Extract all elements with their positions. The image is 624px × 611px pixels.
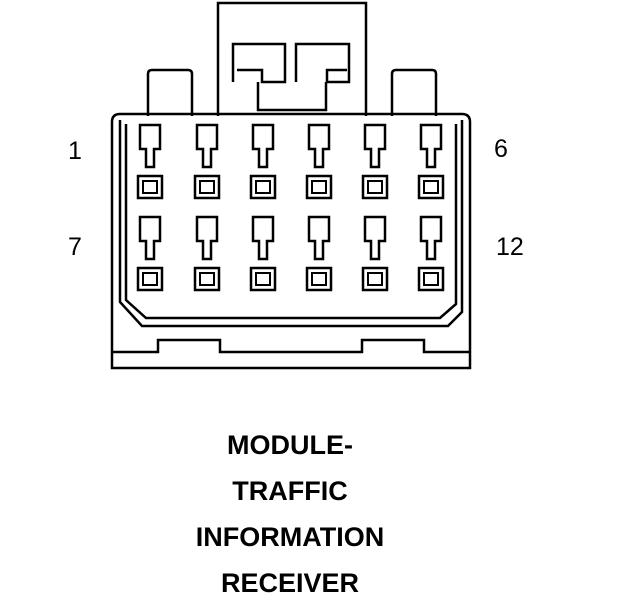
pin-contact-inner-3 (255, 180, 271, 194)
locking-tab (216, 1, 368, 116)
pin-contact-10 (305, 266, 333, 292)
pin-contact-11 (361, 266, 389, 292)
caption-line-2: TRAFFIC (232, 476, 348, 506)
pin-contact-9 (249, 266, 277, 292)
pin-label-top-right: 6 (494, 135, 508, 163)
pin-terminal-3 (251, 123, 275, 169)
pin-contact-5 (361, 174, 389, 200)
latch-bridge (256, 82, 328, 112)
pin-contact-3 (249, 174, 277, 200)
pin-contact-inner-11 (367, 272, 383, 286)
pin-terminal-10 (307, 215, 331, 261)
pin-contact-inner-4 (311, 180, 327, 194)
guide-post-right (390, 68, 438, 116)
pin-terminal-7 (138, 215, 162, 261)
pin-contact-2 (193, 174, 221, 200)
guide-post-left (146, 68, 194, 116)
pin-terminal-11 (363, 215, 387, 261)
pin-terminal-1 (138, 123, 162, 169)
caption-line-3: INFORMATION (195, 522, 385, 552)
latch-window-right (294, 42, 351, 84)
pin-contact-7 (136, 266, 164, 292)
pin-terminal-5 (363, 123, 387, 169)
pin-contact-inner-8 (199, 272, 215, 286)
pin-contact-inner-2 (199, 180, 215, 194)
pin-contact-inner-9 (255, 272, 271, 286)
pin-contact-12 (417, 266, 445, 292)
pin-contact-6 (417, 174, 445, 200)
pin-label-bottom-right: 12 (496, 233, 524, 261)
pin-terminal-8 (195, 215, 219, 261)
pin-contact-inner-7 (142, 272, 158, 286)
pin-terminal-9 (251, 215, 275, 261)
pin-contact-inner-10 (311, 272, 327, 286)
pin-contact-inner-6 (423, 180, 439, 194)
latch-window-left (231, 42, 287, 84)
caption-line-4: RECEIVER (220, 568, 360, 598)
housing-inner-step (124, 124, 458, 320)
housing-inner-wall (118, 120, 464, 328)
pin-contact-8 (193, 266, 221, 292)
pin-contact-inner-5 (367, 180, 383, 194)
component-caption: MODULE- TRAFFIC INFORMATION RECEIVER (0, 427, 580, 611)
pin-terminal-2 (195, 123, 219, 169)
connector-diagram (110, 1, 472, 370)
bottom-key (112, 338, 470, 354)
pin-contact-1 (136, 174, 164, 200)
pin-contact-4 (305, 174, 333, 200)
pin-terminal-4 (307, 123, 331, 169)
pin-terminal-12 (419, 215, 443, 261)
connector-housing (110, 112, 472, 370)
pin-contact-inner-12 (423, 272, 439, 286)
pin-label-top-left: 1 (68, 137, 82, 165)
pin-label-bottom-left: 7 (68, 233, 82, 261)
caption-line-1: MODULE- (227, 430, 353, 460)
pin-terminal-6 (419, 123, 443, 169)
pin-cavities (136, 123, 445, 292)
pin-contact-inner-1 (142, 180, 158, 194)
